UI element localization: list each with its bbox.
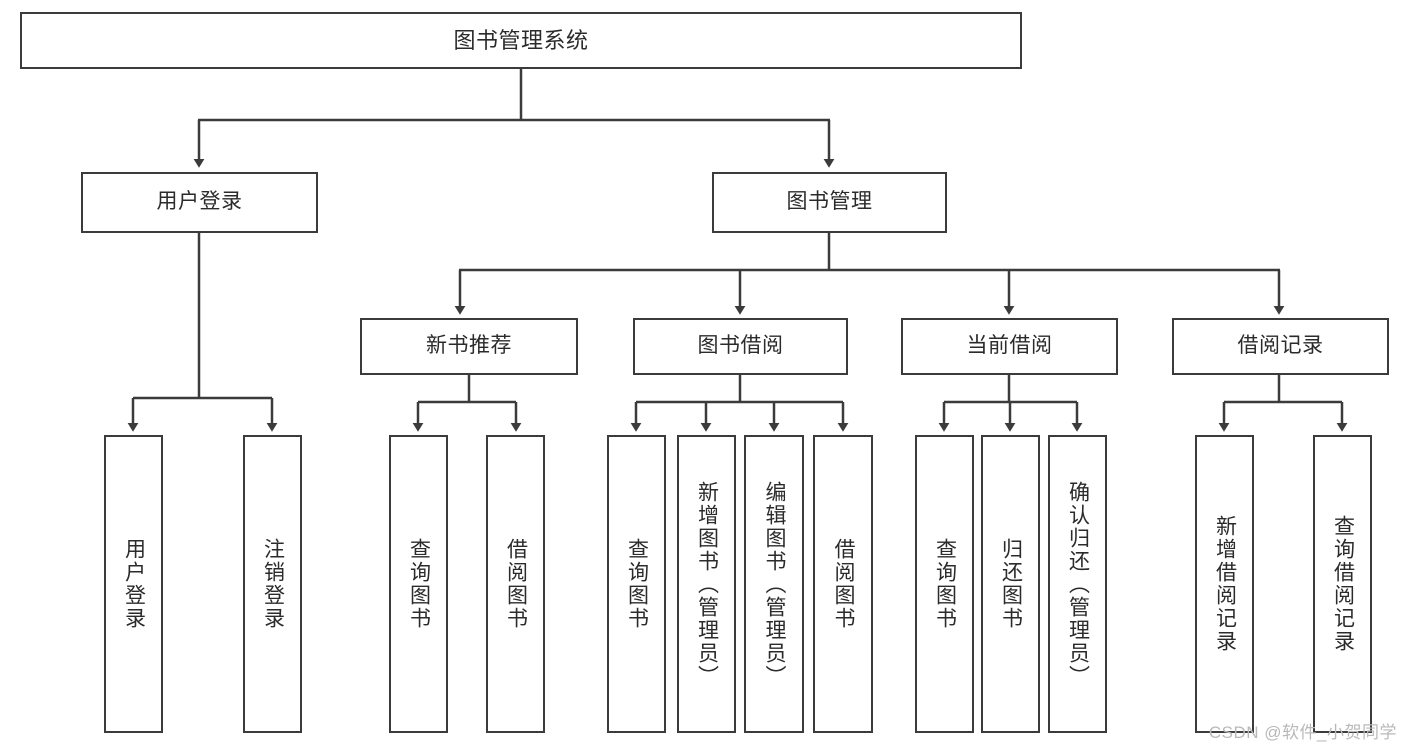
node-book-manage[interactable]: 图书管理 bbox=[712, 172, 947, 233]
node-borrow-record[interactable]: 借阅记录 bbox=[1172, 318, 1389, 375]
node-bb-borrow-book-label: 借阅图书 bbox=[832, 538, 856, 630]
node-root-label: 图书管理系统 bbox=[453, 27, 589, 53]
node-bb-edit-book-label: 编辑图书（管理员） bbox=[763, 480, 787, 688]
node-book-borrow[interactable]: 图书借阅 bbox=[633, 318, 848, 375]
node-nbr-borrow-book[interactable]: 借阅图书 bbox=[486, 435, 545, 733]
node-root[interactable]: 图书管理系统 bbox=[20, 12, 1022, 69]
node-book-borrow-label: 图书借阅 bbox=[697, 334, 784, 358]
node-cb-confirm-return-label: 确认归还（管理员） bbox=[1066, 480, 1090, 688]
csdn-watermark: CSDN @软件_小贺同学 bbox=[1208, 723, 1397, 742]
node-bb-add-book[interactable]: 新增图书（管理员） bbox=[677, 435, 736, 733]
node-nbr-query-book-label: 查询图书 bbox=[407, 538, 431, 630]
node-cb-query-book[interactable]: 查询图书 bbox=[915, 435, 974, 733]
node-br-query-record-label: 查询借阅记录 bbox=[1331, 515, 1355, 653]
node-user-login[interactable]: 用户登录 bbox=[81, 172, 318, 233]
node-br-add-record[interactable]: 新增借阅记录 bbox=[1195, 435, 1254, 733]
node-new-book-rec-label: 新书推荐 bbox=[426, 334, 512, 358]
node-bb-edit-book[interactable]: 编辑图书（管理员） bbox=[744, 435, 804, 733]
node-leaf-user-logout-label: 注销登录 bbox=[261, 538, 285, 630]
node-leaf-user-login[interactable]: 用户登录 bbox=[104, 435, 163, 733]
node-cb-query-book-label: 查询图书 bbox=[933, 538, 957, 630]
node-nbr-borrow-book-label: 借阅图书 bbox=[504, 538, 528, 630]
node-new-book-rec[interactable]: 新书推荐 bbox=[360, 318, 578, 375]
node-borrow-record-label: 借阅记录 bbox=[1237, 334, 1324, 358]
node-leaf-user-logout[interactable]: 注销登录 bbox=[243, 435, 302, 733]
node-bb-add-book-label: 新增图书（管理员） bbox=[695, 480, 719, 688]
node-cb-confirm-return[interactable]: 确认归还（管理员） bbox=[1048, 435, 1107, 733]
node-current-borrow[interactable]: 当前借阅 bbox=[901, 318, 1118, 375]
node-br-add-record-label: 新增借阅记录 bbox=[1213, 515, 1237, 653]
node-cb-return-book[interactable]: 归还图书 bbox=[981, 435, 1040, 733]
node-cb-return-book-label: 归还图书 bbox=[999, 538, 1023, 630]
node-bb-query-book-label: 查询图书 bbox=[625, 538, 649, 630]
node-leaf-user-login-label: 用户登录 bbox=[122, 538, 146, 630]
node-current-borrow-label: 当前借阅 bbox=[966, 334, 1053, 358]
node-br-query-record[interactable]: 查询借阅记录 bbox=[1313, 435, 1372, 733]
node-nbr-query-book[interactable]: 查询图书 bbox=[389, 435, 448, 733]
node-book-manage-label: 图书管理 bbox=[786, 190, 873, 214]
node-bb-borrow-book[interactable]: 借阅图书 bbox=[813, 435, 873, 733]
node-user-login-label: 用户登录 bbox=[156, 190, 243, 214]
node-bb-query-book[interactable]: 查询图书 bbox=[607, 435, 666, 733]
